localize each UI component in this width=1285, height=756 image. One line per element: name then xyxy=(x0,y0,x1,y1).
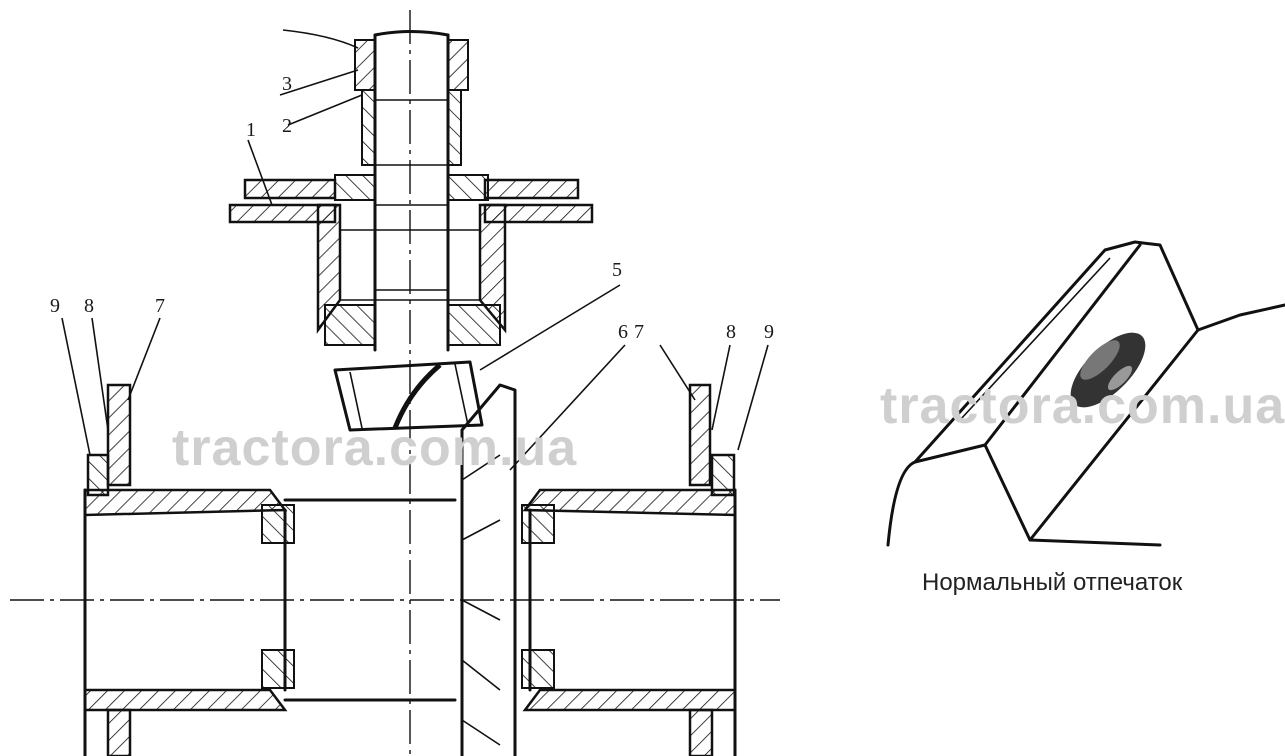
tooth-flank xyxy=(1028,328,1200,542)
tooth-base xyxy=(886,443,1162,547)
callout-3: 3 xyxy=(282,73,292,95)
contact-pattern-caption: Нормальный отпечаток xyxy=(922,569,1183,596)
nut-right xyxy=(447,39,469,91)
callout-1: 1 xyxy=(246,119,256,141)
callout-9-right: 9 xyxy=(764,321,774,343)
leader-lines xyxy=(61,29,769,471)
watermark-right: tractora.com.ua xyxy=(880,377,1285,435)
watermark-left: tractora.com.ua xyxy=(172,419,577,477)
ring-gear xyxy=(460,383,517,756)
carrier-right xyxy=(521,383,737,756)
callout-9-left: 9 xyxy=(50,295,60,317)
callout-2: 2 xyxy=(282,115,292,137)
tooth-edge xyxy=(983,243,1142,447)
bevel-pinion xyxy=(333,360,484,432)
carrier-left xyxy=(83,383,457,756)
spacer-right xyxy=(447,89,462,166)
contact-pattern-sketch: tractora.com.ua Нормальный отпечаток xyxy=(880,240,1285,596)
tooth-top xyxy=(913,240,1285,464)
callout-8-left: 8 xyxy=(84,295,94,317)
gearbox-section-drawing: 3 2 1 5 9 8 7 6 7 8 9 tractora.com.ua xyxy=(10,10,780,756)
callout-6: 6 xyxy=(618,321,628,343)
bearing-housing xyxy=(228,174,594,346)
callout-8-right: 8 xyxy=(726,321,736,343)
shaft-outline xyxy=(373,33,450,352)
callout-7-right: 7 xyxy=(634,321,644,343)
callout-7-left: 7 xyxy=(155,295,165,317)
callout-5: 5 xyxy=(612,259,622,281)
contact-patch xyxy=(1070,332,1146,408)
spacer-left xyxy=(361,89,376,166)
